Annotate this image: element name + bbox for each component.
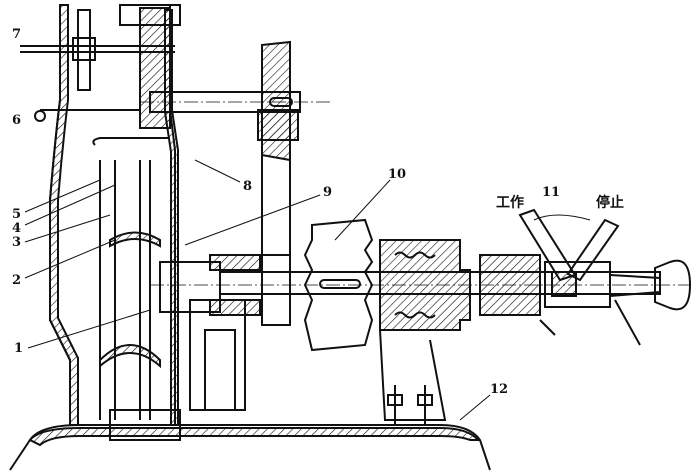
v-belt-pulley bbox=[303, 218, 374, 352]
label-12: 12 bbox=[490, 382, 508, 397]
control-levers bbox=[518, 208, 620, 282]
base-frame bbox=[9, 409, 491, 471]
upper-pulley bbox=[257, 40, 299, 320]
label-5: 5 bbox=[12, 207, 21, 222]
label-11: 11 bbox=[542, 185, 560, 200]
support-bracket bbox=[379, 329, 447, 425]
label-6: 6 bbox=[12, 113, 21, 128]
label-2: 2 bbox=[12, 273, 21, 288]
leader-lines bbox=[24, 159, 491, 421]
label-8: 8 bbox=[243, 179, 252, 194]
lever-stop-label: 停止 bbox=[596, 194, 624, 211]
label-9: 9 bbox=[323, 185, 332, 200]
lever-work-label: 工作 bbox=[496, 194, 524, 211]
label-10: 10 bbox=[388, 167, 406, 182]
clutch-assembly bbox=[379, 239, 692, 346]
housing bbox=[49, 4, 246, 426]
top-shafts bbox=[20, 9, 330, 122]
label-3: 3 bbox=[12, 235, 21, 250]
label-4: 4 bbox=[12, 221, 21, 236]
label-7: 7 bbox=[12, 27, 21, 42]
label-1: 1 bbox=[14, 341, 23, 356]
